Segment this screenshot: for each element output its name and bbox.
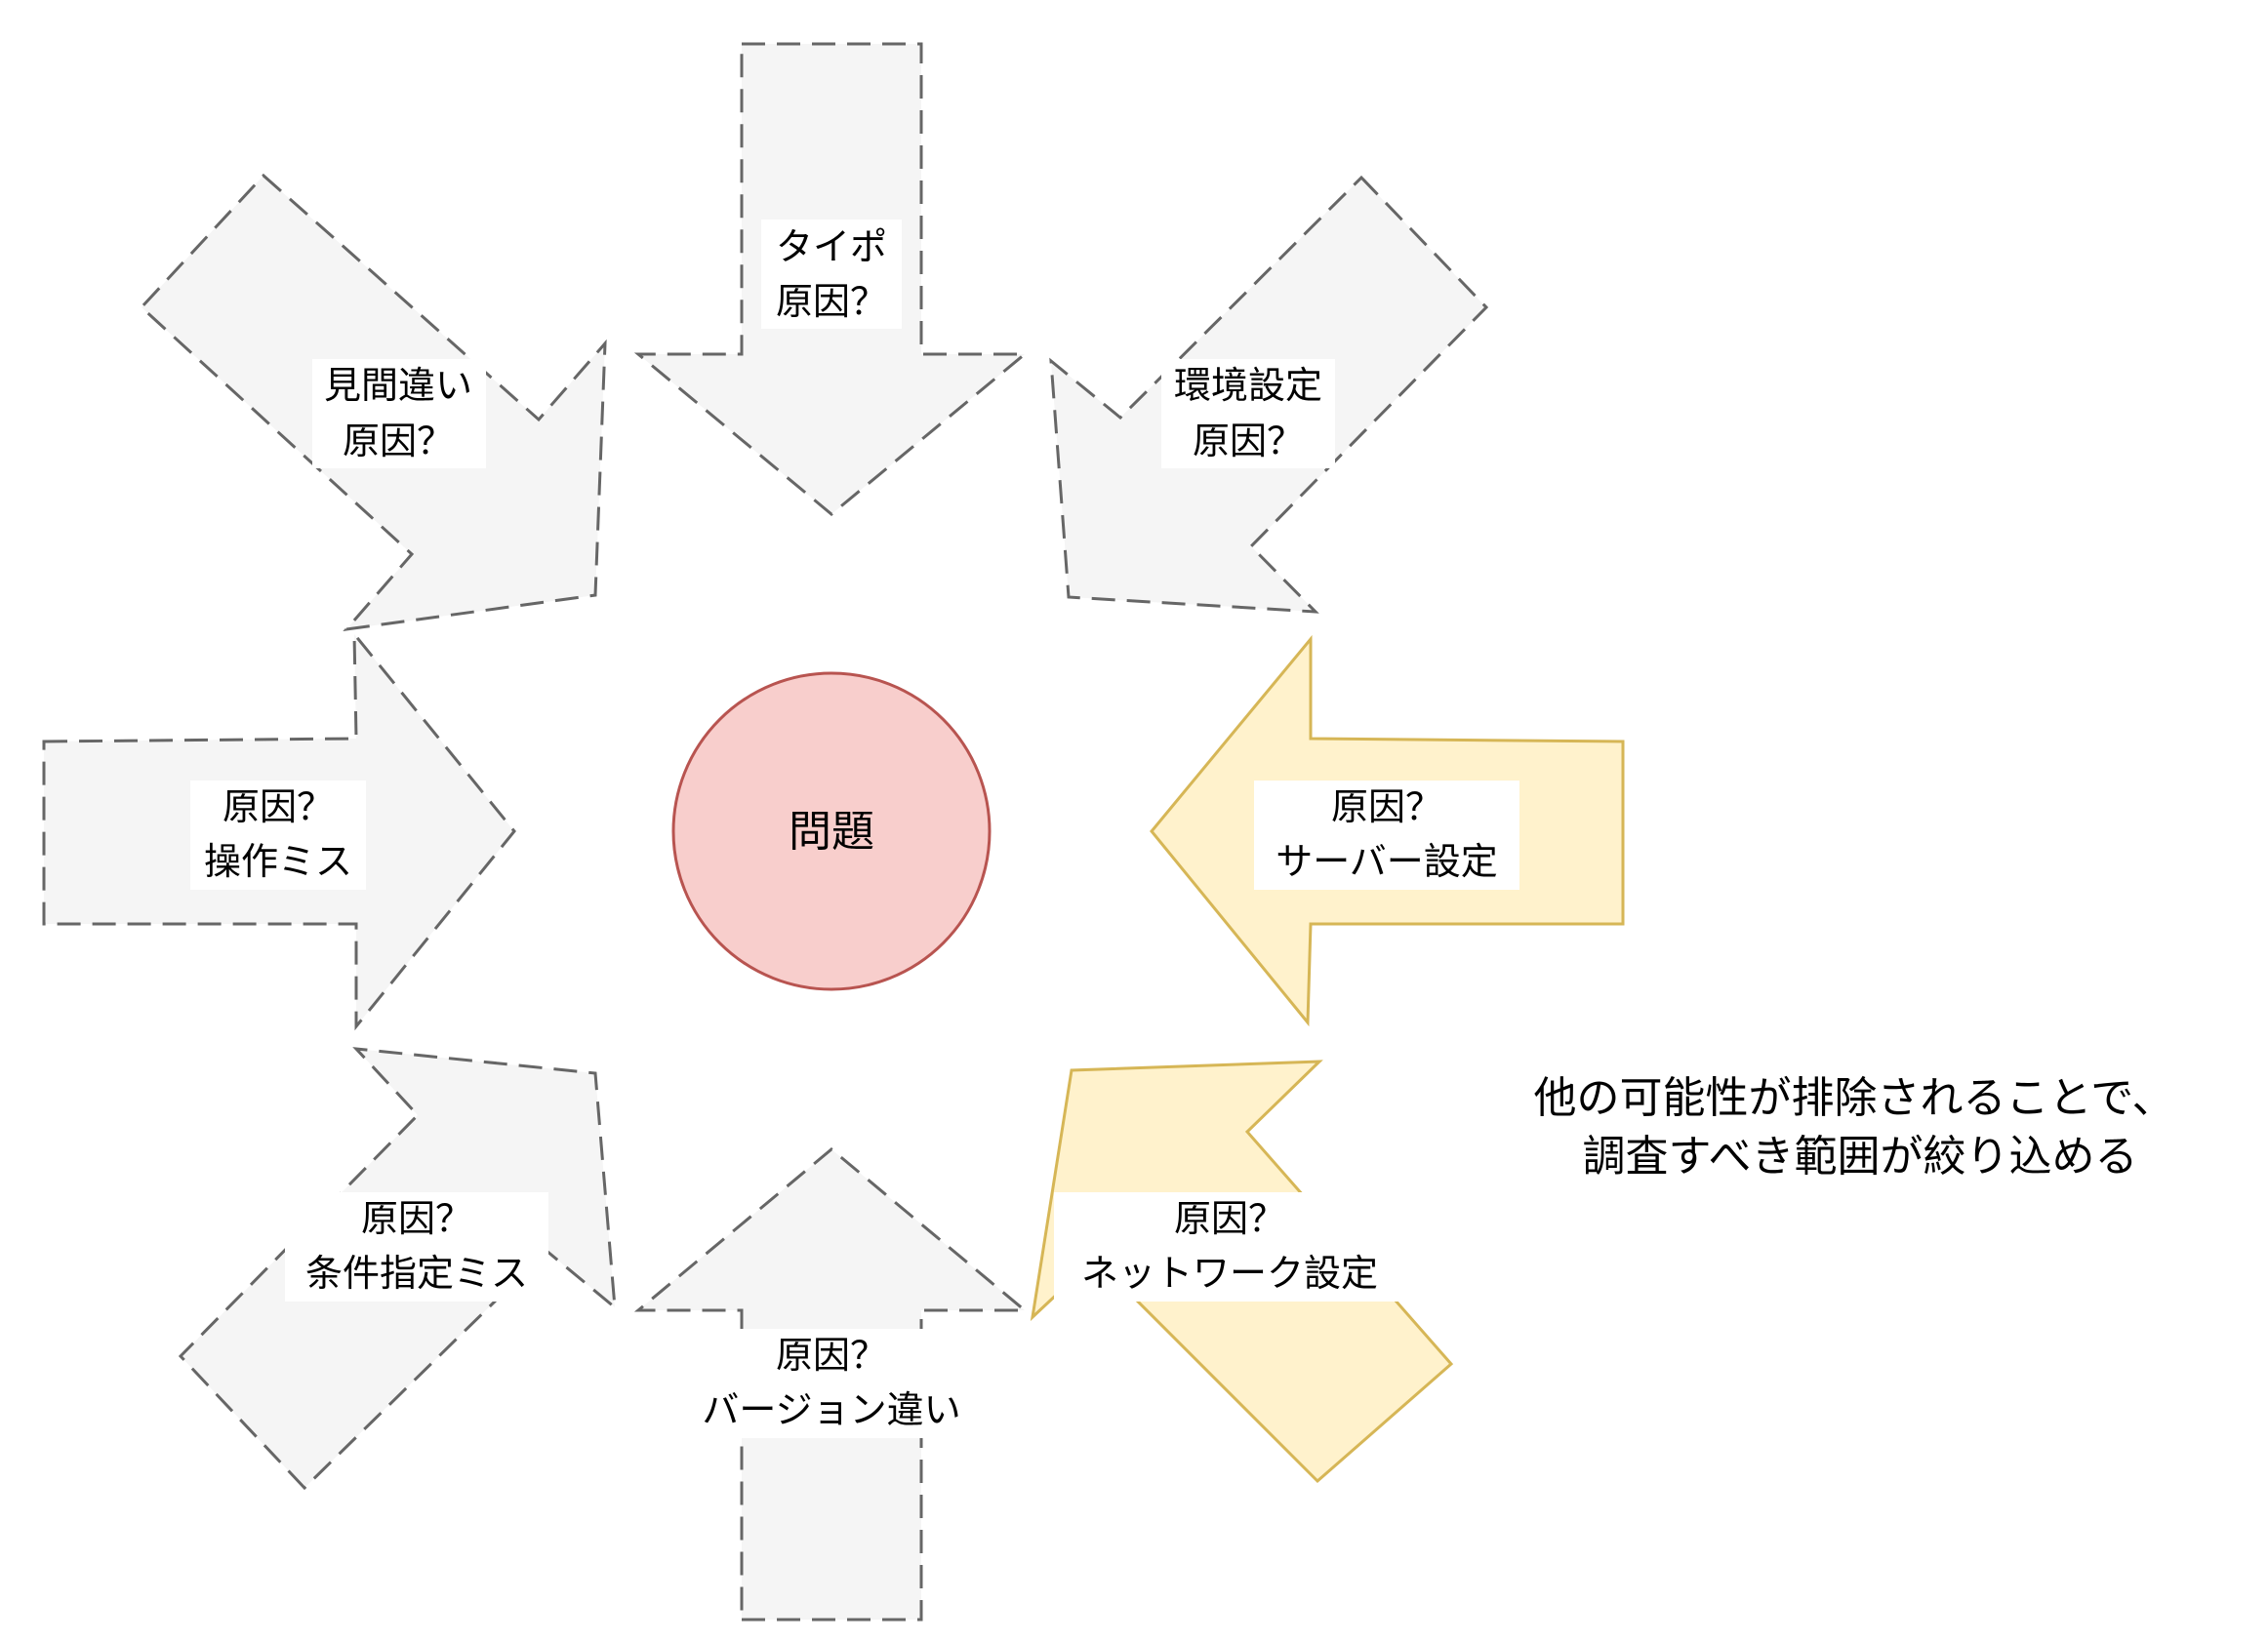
arrow-left-label-1: 原因？: [223, 785, 334, 828]
arrow-bottom-right: 原因？ ネットワーク設定: [1030, 1060, 1454, 1484]
arrow-top-label-1: タイポ: [776, 225, 887, 268]
arrow-left-label-bg: [190, 781, 366, 890]
arrow-bottom-left: 原因？ 条件指定ミス: [178, 1047, 617, 1491]
arrow-bottom-right-label-2: ネットワーク設定: [1081, 1252, 1378, 1295]
arrow-top-right-label-2: 原因？: [1193, 420, 1304, 462]
arrow-bottom-label-bg: [673, 1329, 990, 1438]
arrow-left: 原因？ 操作ミス: [42, 629, 516, 1031]
arrow-bottom-label-2: バージョン違い: [702, 1388, 960, 1431]
arrow-bottom-label-1: 原因？: [776, 1334, 887, 1377]
arrow-top-right-label-bg: [1161, 359, 1335, 468]
arrow-top-left-label-bg: [312, 359, 486, 468]
arrow-right-label-bg: [1254, 781, 1519, 890]
arrow-bottom-right-label-1: 原因？: [1174, 1197, 1285, 1240]
arrow-bottom-right-label-bg: [1054, 1192, 1405, 1302]
problem-label: 問題: [789, 807, 874, 857]
arrow-top-right-label-1: 環境設定: [1174, 364, 1322, 407]
arrow-right-label-1: 原因？: [1331, 785, 1442, 828]
arrow-top-label-2: 原因？: [776, 280, 887, 323]
arrow-top-left-label-2: 原因？: [343, 420, 454, 462]
arrow-top-label-bg: [761, 220, 902, 329]
arrow-top: タイポ 原因？: [633, 42, 1030, 516]
arrow-bottom-left-label-bg: [285, 1192, 548, 1302]
problem-circle: [671, 671, 992, 991]
arrow-left-label-2: 操作ミス: [204, 840, 352, 883]
center-problem: 問題: [671, 671, 992, 991]
arrow-top-right: 環境設定 原因？: [1049, 175, 1489, 614]
arrow-right-label-2: サーバー設定: [1276, 840, 1498, 883]
arrow-right: 原因？ サーバー設定: [1150, 634, 1625, 1027]
arrow-bottom: 原因？ バージョン違い: [633, 1147, 1030, 1622]
note: 他の可能性が排除されることで、 調査すべき範囲が絞り込める: [1534, 1073, 2175, 1182]
note-line-1: 他の可能性が排除されることで、: [1534, 1073, 2175, 1123]
arrow-bottom-left-label-1: 原因？: [361, 1197, 472, 1240]
arrow-top-left: 見間違い 原因？: [139, 173, 607, 632]
note-line-2: 調査すべき範囲が絞り込める: [1583, 1132, 2138, 1182]
arrow-bottom-left-label-2: 条件指定ミス: [305, 1252, 528, 1295]
arrow-top-left-label-1: 見間違い: [324, 364, 472, 407]
